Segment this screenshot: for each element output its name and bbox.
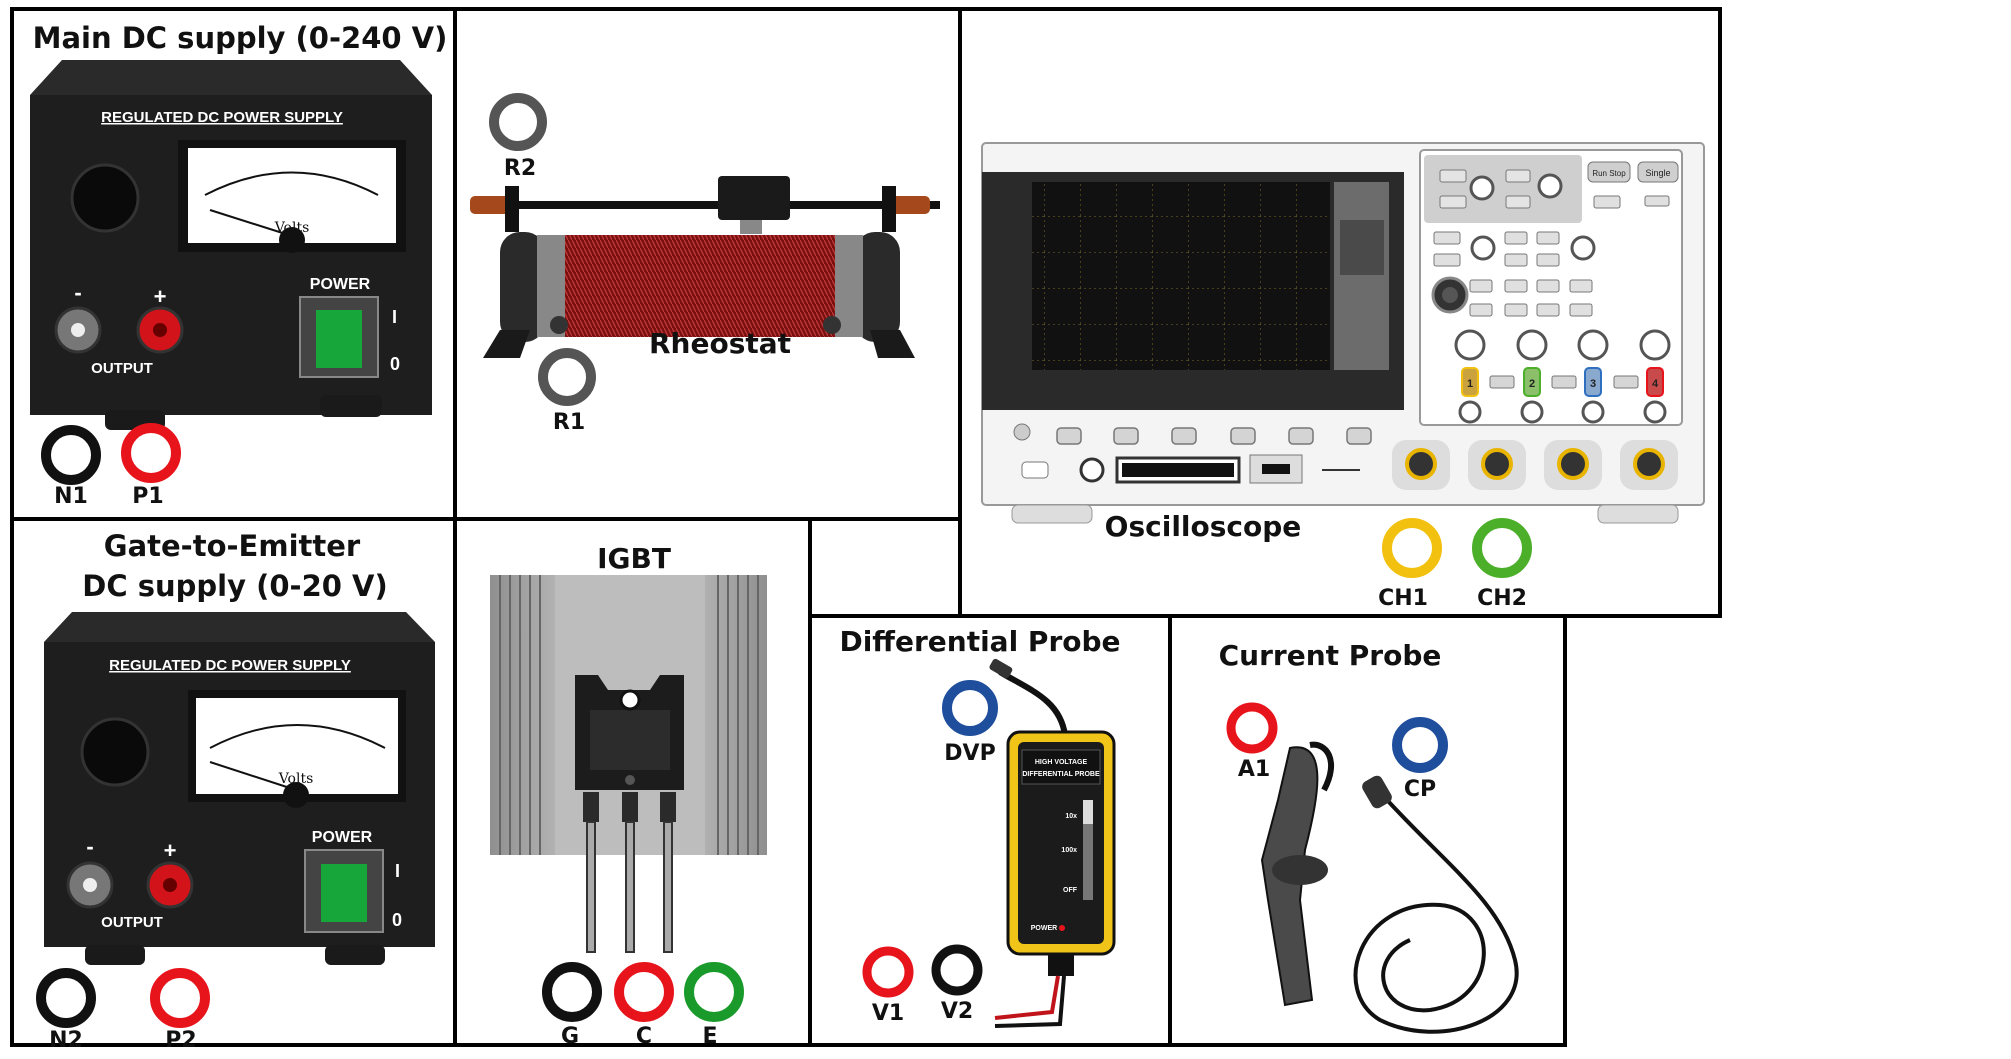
terminal-ch1[interactable]	[1382, 518, 1442, 578]
g-label: G	[561, 1024, 579, 1049]
run-stop-button[interactable]	[1587, 161, 1631, 183]
terminal-v2[interactable]	[931, 944, 983, 996]
terminal-ch2[interactable]	[1472, 518, 1532, 578]
v2-label: V2	[941, 999, 973, 1024]
n2-label: N2	[49, 1028, 83, 1053]
channel-4-button[interactable]	[1646, 367, 1664, 397]
meter-label: Volts	[274, 220, 310, 236]
terminal-c[interactable]	[614, 962, 674, 1022]
range-100x: 100x	[1061, 847, 1077, 854]
v1-label: V1	[872, 1001, 904, 1026]
cp-label: CP	[1404, 777, 1436, 802]
current-probe: Current Probe A1 CP	[1219, 639, 1519, 1034]
channel-1-label: 1	[1467, 378, 1473, 390]
channel-1-button[interactable]	[1461, 367, 1479, 397]
oscilloscope-title: Oscilloscope	[1105, 510, 1302, 543]
knob-icon[interactable]	[70, 163, 140, 233]
output-label: OUTPUT	[101, 914, 163, 931]
range-off: OFF	[1063, 887, 1078, 894]
plus-label: +	[154, 284, 167, 309]
oscilloscope: Run Stop Single 1 2 3 4	[981, 142, 1705, 611]
single-button[interactable]	[1637, 161, 1679, 183]
terminal-e[interactable]	[684, 962, 744, 1022]
dvp-label: DVP	[944, 741, 995, 766]
r1-label: R1	[553, 410, 585, 435]
minus-label: -	[86, 834, 93, 859]
channel-2-label: 2	[1529, 378, 1535, 390]
gate-supply: Gate-to-Emitter DC supply (0-20 V) REGUL…	[36, 529, 435, 1053]
on-label: I	[395, 861, 400, 881]
terminal-a1[interactable]	[1226, 702, 1278, 754]
off-label: 0	[390, 354, 400, 374]
probe-text-2: DIFFERENTIAL PROBE	[1022, 771, 1100, 778]
r2-label: R2	[504, 156, 536, 181]
main-supply: Main DC supply (0-240 V) REGULATED DC PO…	[30, 21, 447, 509]
terminal-dvp[interactable]	[942, 680, 998, 736]
channel-2-button[interactable]	[1523, 367, 1541, 397]
e-label: E	[702, 1024, 717, 1049]
igbt-title: IGBT	[597, 542, 671, 575]
plus-label: +	[164, 838, 177, 863]
rheostat: Rheostat R2 R1	[470, 93, 940, 435]
main-brand: REGULATED DC POWER SUPPLY	[101, 109, 343, 126]
minus-label: -	[74, 280, 81, 305]
off-label: 0	[392, 910, 402, 930]
ch2-label: CH2	[1477, 586, 1527, 611]
terminal-n1[interactable]	[41, 425, 101, 485]
channel-3-button[interactable]	[1584, 367, 1602, 397]
ch1-label: CH1	[1378, 586, 1428, 611]
main-supply-title: Main DC supply (0-240 V)	[33, 21, 448, 55]
channel-4-label: 4	[1652, 378, 1659, 390]
knob-icon[interactable]	[80, 717, 150, 787]
differential-probe: Differential Probe HIGH VOLTAGE DIFFEREN…	[839, 625, 1121, 1028]
single-label: Single	[1645, 168, 1670, 178]
probe-power-label: POWER	[1031, 925, 1057, 932]
diff-probe-panel	[808, 614, 1172, 1047]
power-label: POWER	[310, 276, 371, 293]
igbt: IGBT G C E	[490, 542, 767, 1049]
p1-label: P1	[132, 484, 163, 509]
panel-borders	[10, 7, 1722, 1047]
terminal-r2[interactable]	[489, 93, 547, 151]
terminal-p1[interactable]	[121, 423, 181, 483]
p2-label: P2	[165, 1028, 196, 1053]
power-label: POWER	[312, 829, 373, 846]
terminal-cp[interactable]	[1392, 717, 1448, 773]
a1-label: A1	[1238, 757, 1270, 782]
gate-supply-title-2: DC supply (0-20 V)	[82, 569, 387, 603]
terminal-v1[interactable]	[862, 946, 914, 998]
probe-range-switch[interactable]	[1083, 800, 1093, 900]
terminal-r1[interactable]	[538, 348, 596, 406]
terminal-n2[interactable]	[36, 968, 96, 1028]
gate-brand: REGULATED DC POWER SUPPLY	[109, 657, 351, 674]
probe-text-1: HIGH VOLTAGE	[1035, 759, 1088, 766]
terminal-p2[interactable]	[150, 968, 210, 1028]
rheostat-title: Rheostat	[649, 327, 791, 360]
rheostat-coil	[530, 235, 870, 337]
range-10x: 10x	[1065, 813, 1077, 820]
supply-top	[30, 60, 432, 95]
gate-meter-label: Volts	[278, 771, 314, 787]
bnc-inputs	[1392, 440, 1678, 490]
on-label: I	[392, 307, 397, 327]
current-probe-panel	[1168, 614, 1567, 1047]
current-probe-title: Current Probe	[1219, 639, 1442, 672]
n1-label: N1	[54, 484, 88, 509]
output-label: OUTPUT	[91, 360, 153, 377]
terminal-g[interactable]	[542, 962, 602, 1022]
rheostat-slider[interactable]	[718, 176, 790, 220]
c-label: C	[636, 1024, 652, 1049]
channel-3-label: 3	[1590, 378, 1596, 390]
diff-probe-title: Differential Probe	[839, 625, 1120, 658]
run-stop-label: Run Stop	[1592, 169, 1626, 178]
gate-supply-title-1: Gate-to-Emitter	[104, 529, 361, 563]
